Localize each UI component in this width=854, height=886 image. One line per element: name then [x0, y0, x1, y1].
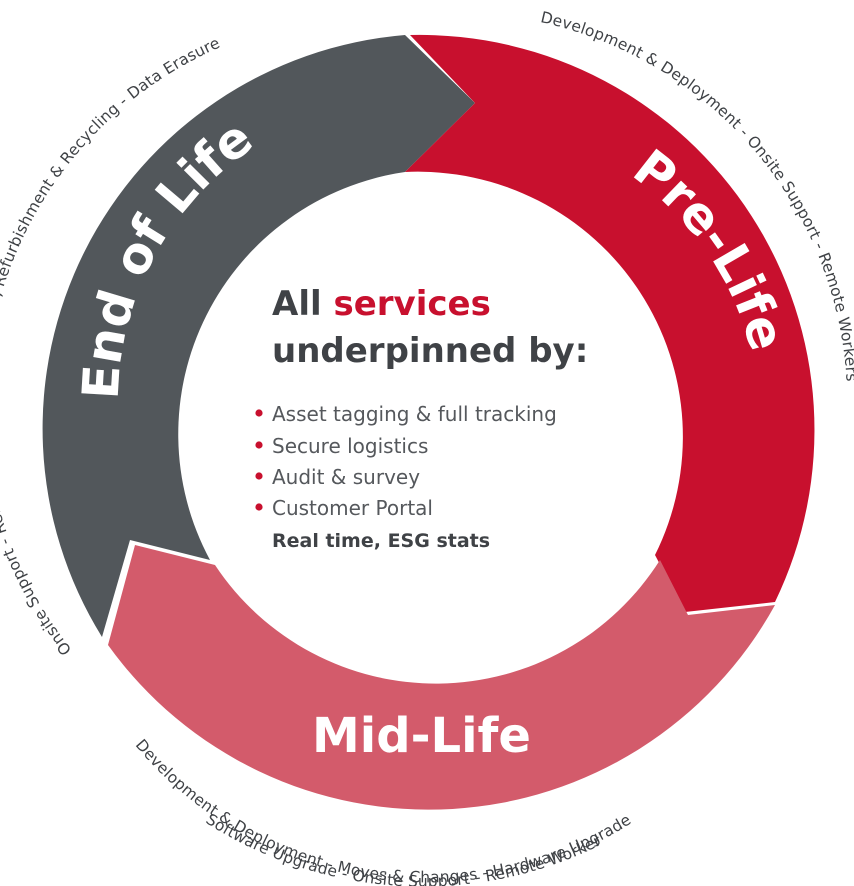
- mid-life-services-line2: Software Upgrade - Onsite Support - Remo…: [203, 810, 605, 886]
- bullet-dot: [255, 472, 263, 480]
- center-title-line2: underpinned by:: [272, 331, 588, 371]
- center-title-prefix: All: [272, 284, 333, 324]
- bullet-dot: [255, 441, 263, 449]
- end-of-life-segment: [42, 35, 475, 637]
- bullet-dot: [255, 503, 263, 511]
- bullet-item: Customer Portal: [272, 496, 433, 520]
- center-title-accent: services: [333, 284, 490, 324]
- bullet-dot: [255, 409, 263, 417]
- esg-stats-line: Real time, ESG stats: [272, 530, 490, 552]
- center-title-line1: All services: [272, 284, 491, 324]
- mid-life-label: Mid-Life: [312, 708, 531, 764]
- bullet-list: Asset tagging & full tracking Secure log…: [255, 402, 557, 520]
- bullet-item: Secure logistics: [272, 434, 428, 458]
- bullet-item: Audit & survey: [272, 465, 420, 489]
- mid-life-segment: [108, 545, 775, 810]
- pre-life-segment: [405, 34, 815, 612]
- bullet-item: Asset tagging & full tracking: [272, 402, 557, 426]
